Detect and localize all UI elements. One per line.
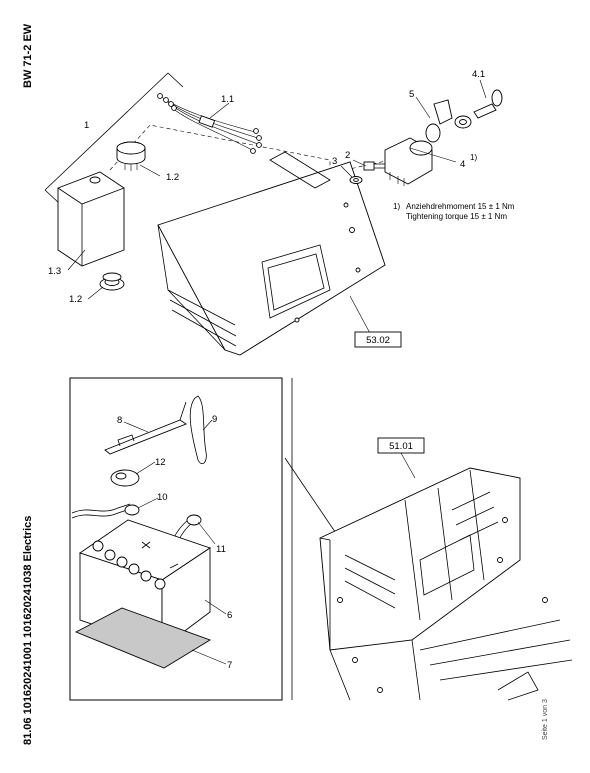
ref-box-51-01[interactable]: 51.01 [377, 437, 425, 454]
callout-1-3: 1.3 [48, 266, 61, 277]
dashboard-panel [157, 151, 386, 356]
terminal-cover [110, 469, 140, 487]
hold-down-loop [189, 395, 207, 465]
note-line-de: Anziehdrehmoment 15 ± 1 Nm [406, 202, 515, 211]
battery-mat [74, 607, 212, 669]
callout-11: 11 [216, 544, 226, 555]
callout-1-1: 1.1 [221, 94, 234, 105]
battery-clamp-bar [104, 401, 187, 455]
group-bracket-1 [44, 72, 184, 205]
switch-cover [425, 99, 453, 143]
callout-10: 10 [157, 492, 168, 503]
svg-text:53.02: 53.02 [366, 335, 390, 346]
callout-8: 8 [117, 415, 122, 426]
callout-1-2-bottom: 1.2 [69, 294, 82, 305]
ignition-key [473, 89, 503, 119]
callout-1-2-top: 1.2 [166, 172, 179, 183]
callout-4-1: 4.1 [472, 69, 485, 80]
note-marker: 1) [393, 202, 400, 211]
callout-2: 2 [345, 150, 350, 161]
callout-3: 3 [332, 156, 337, 167]
page-footer: Seite 1 von 3 [542, 699, 549, 740]
callout-7: 7 [227, 660, 232, 671]
washer [349, 176, 363, 184]
grommet [99, 272, 125, 291]
callout-4-note: 1) [470, 153, 477, 162]
model-title: BW 71-2 EW [22, 23, 34, 88]
battery-detail-frame [69, 377, 283, 701]
wire-harness [157, 93, 262, 154]
relay-socket [116, 141, 146, 171]
callout-12: 12 [155, 457, 166, 468]
section-title: 81.06 101620241001 101620241038 Electric… [22, 516, 34, 745]
battery-cable-positive [71, 503, 140, 519]
callout-5: 5 [409, 89, 414, 100]
note-line-en: Tightening torque 15 ± 1 Nm [406, 212, 507, 221]
callout-6: 6 [227, 610, 232, 621]
callout-4: 4 [460, 159, 465, 170]
callout-9: 9 [212, 414, 217, 425]
ref-box-53-02[interactable]: 53.02 [354, 331, 402, 348]
ignition-switch [384, 137, 433, 186]
machine-frame [319, 467, 573, 701]
callout-1: 1 [84, 120, 89, 131]
svg-text:51.01: 51.01 [389, 441, 413, 452]
relay-housing [57, 171, 125, 267]
nut [454, 115, 472, 129]
